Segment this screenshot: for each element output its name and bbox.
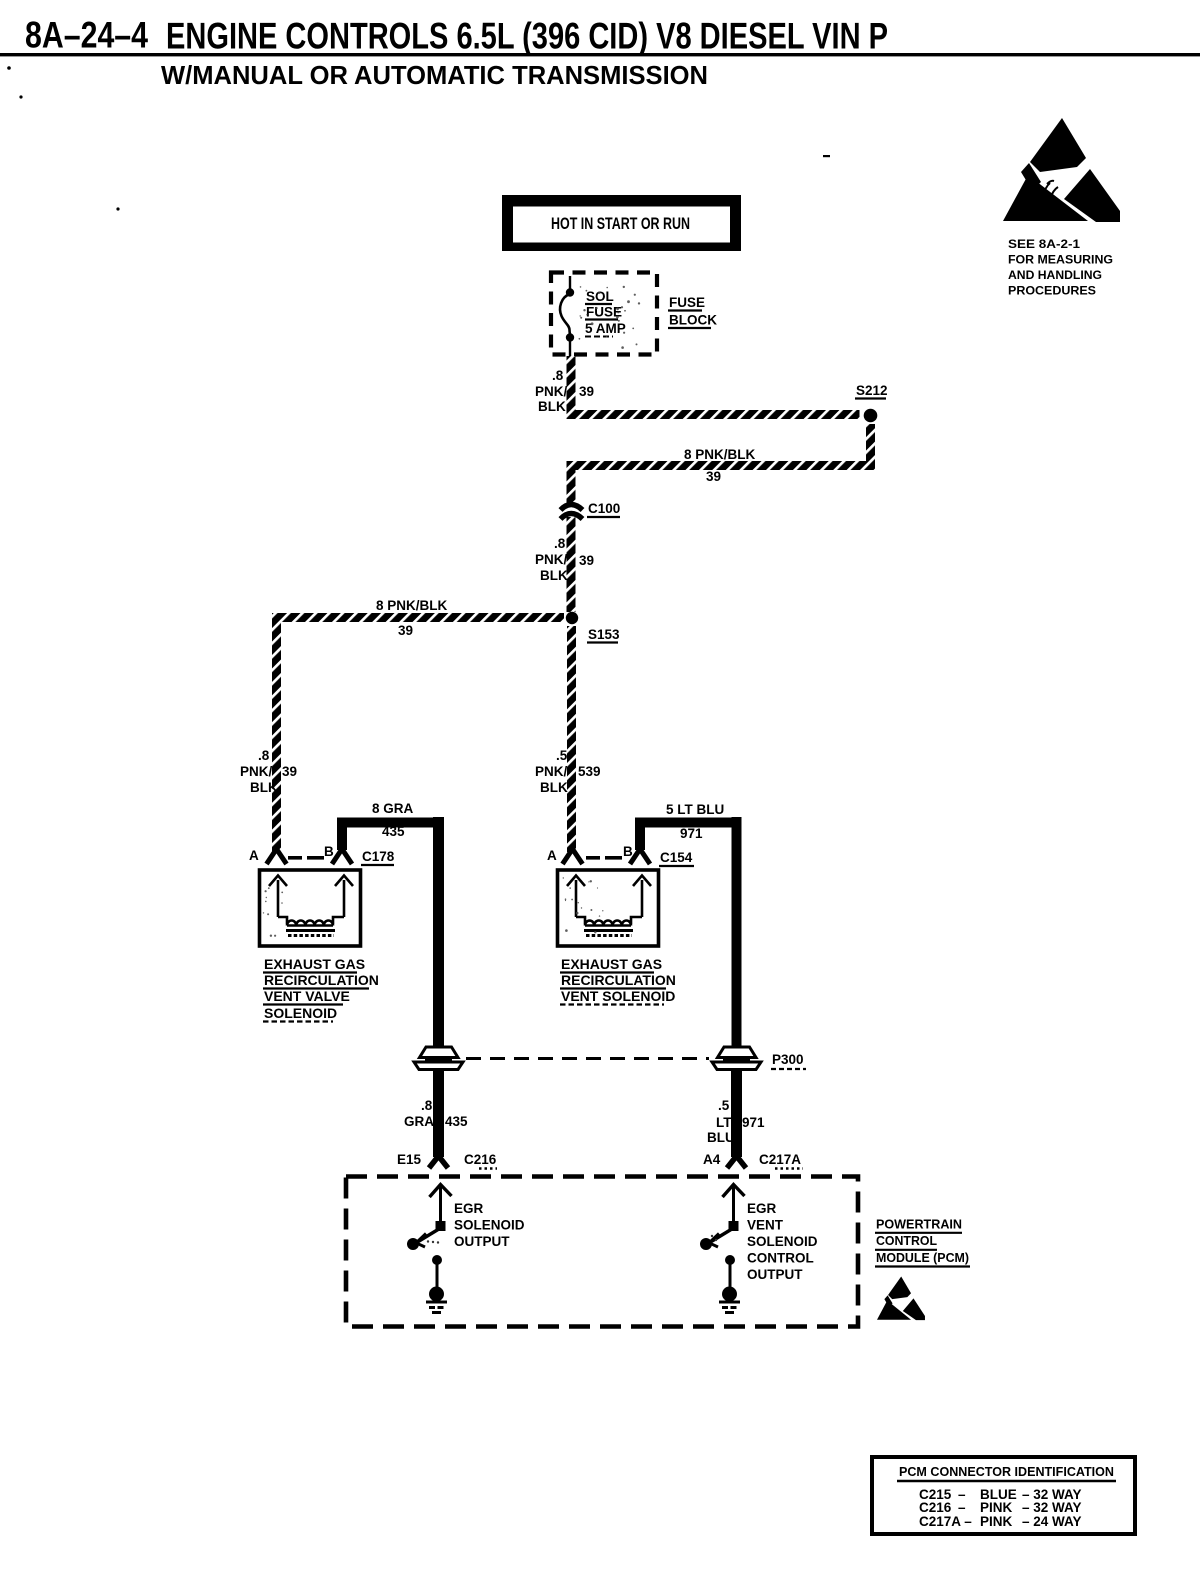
svg-text:EGR: EGR (747, 1201, 777, 1216)
svg-text:C216: C216 (919, 1500, 952, 1515)
svg-text:–: – (958, 1487, 966, 1502)
svg-text:GRA: GRA (404, 1114, 434, 1129)
svg-text:539: 539 (578, 764, 601, 779)
svg-text:B: B (623, 844, 633, 859)
svg-text:39: 39 (579, 384, 594, 399)
svg-text:BLK: BLK (538, 399, 566, 414)
svg-text:5 LT BLU: 5 LT BLU (666, 802, 724, 817)
svg-text:P300: P300 (772, 1052, 804, 1067)
svg-text:S212: S212 (856, 383, 888, 398)
svg-text:5 AMP: 5 AMP (585, 321, 626, 336)
svg-text:FUSE: FUSE (669, 295, 705, 310)
svg-text:OUTPUT: OUTPUT (747, 1267, 803, 1282)
svg-text:–: – (958, 1500, 966, 1515)
svg-text:BLOCK: BLOCK (669, 313, 717, 328)
svg-text:A: A (249, 848, 259, 863)
svg-text:C217A: C217A (759, 1152, 801, 1167)
svg-text:PNK/: PNK/ (535, 764, 568, 779)
svg-text:EGR: EGR (454, 1201, 484, 1216)
svg-text:AND HANDLING: AND HANDLING (1008, 268, 1102, 282)
svg-text:BLU: BLU (707, 1130, 735, 1145)
svg-text:BLK: BLK (540, 780, 568, 795)
svg-text:B: B (324, 844, 334, 859)
svg-text:PINK: PINK (980, 1514, 1013, 1529)
svg-text:RECIRCULATION: RECIRCULATION (264, 972, 379, 988)
svg-text:971: 971 (680, 826, 703, 841)
svg-text:8 PNK/BLK: 8 PNK/BLK (684, 447, 756, 462)
svg-text:C217A –: C217A – (919, 1514, 972, 1529)
svg-text:C154: C154 (660, 850, 693, 865)
svg-text:VENT VALVE: VENT VALVE (264, 988, 350, 1004)
svg-text:8 PNK/BLK: 8 PNK/BLK (376, 598, 448, 613)
svg-text:SOLENOID: SOLENOID (747, 1234, 818, 1249)
svg-text:FOR MEASURING: FOR MEASURING (1008, 253, 1113, 267)
svg-text:.8: .8 (552, 368, 564, 383)
svg-text:39: 39 (706, 469, 721, 484)
svg-text:LT: LT (716, 1115, 732, 1130)
svg-text:CONTROL: CONTROL (876, 1233, 937, 1248)
svg-text:SEE 8A-2-1: SEE 8A-2-1 (1008, 237, 1080, 251)
svg-text:A4: A4 (703, 1152, 721, 1167)
svg-text:BLK: BLK (540, 568, 568, 583)
svg-text:– 32 WAY: – 32 WAY (1022, 1500, 1082, 1515)
svg-text:OUTPUT: OUTPUT (454, 1234, 510, 1249)
svg-text:8A–24–4: 8A–24–4 (25, 15, 148, 56)
svg-text:971: 971 (742, 1115, 765, 1130)
svg-text:C100: C100 (588, 501, 620, 516)
svg-text:BLUE: BLUE (980, 1487, 1017, 1502)
svg-text:435: 435 (445, 1114, 468, 1129)
svg-text:ENGINE CONTROLS 6.5L (396 CID): ENGINE CONTROLS 6.5L (396 CID) V8 DIESEL… (166, 16, 888, 57)
svg-text:FUSE: FUSE (586, 305, 622, 320)
svg-text:EXHAUST GAS: EXHAUST GAS (561, 956, 662, 972)
svg-text:RECIRCULATION: RECIRCULATION (561, 972, 676, 988)
svg-text:39: 39 (282, 764, 297, 779)
svg-text:– 32 WAY: – 32 WAY (1022, 1487, 1082, 1502)
svg-text:VENT SOLENOID: VENT SOLENOID (561, 988, 675, 1004)
svg-text:HOT IN START OR RUN: HOT IN START OR RUN (551, 214, 690, 233)
svg-text:39: 39 (579, 553, 594, 568)
svg-text:SOLENOID: SOLENOID (264, 1005, 337, 1021)
svg-text:PROCEDURES: PROCEDURES (1008, 284, 1096, 298)
svg-text:MODULE (PCM): MODULE (PCM) (876, 1250, 969, 1265)
svg-text:PNK/: PNK/ (535, 384, 568, 399)
svg-text:C216: C216 (464, 1152, 497, 1167)
svg-text:C178: C178 (362, 849, 395, 864)
svg-text:SOLENOID: SOLENOID (454, 1218, 525, 1233)
svg-text:– 24 WAY: – 24 WAY (1022, 1514, 1082, 1529)
svg-text:S153: S153 (588, 627, 620, 642)
svg-text:SOL: SOL (586, 289, 614, 304)
svg-text:8 GRA: 8 GRA (372, 801, 414, 816)
svg-text:39: 39 (398, 623, 413, 638)
svg-text:VENT: VENT (747, 1218, 784, 1233)
svg-text:435: 435 (382, 824, 405, 839)
svg-text:.8: .8 (258, 748, 270, 763)
svg-text:.8: .8 (421, 1098, 433, 1113)
svg-text:A: A (547, 848, 557, 863)
svg-text:POWERTRAIN: POWERTRAIN (876, 1217, 962, 1232)
svg-text:PINK: PINK (980, 1500, 1013, 1515)
svg-text:PNK/: PNK/ (240, 764, 273, 779)
svg-text:.5: .5 (556, 748, 568, 763)
svg-text:PNK/: PNK/ (535, 552, 568, 567)
svg-text:C215: C215 (919, 1487, 952, 1502)
svg-text:.8: .8 (554, 536, 566, 551)
svg-text:CONTROL: CONTROL (747, 1251, 814, 1266)
svg-text:E15: E15 (397, 1152, 422, 1167)
svg-text:.5: .5 (718, 1098, 730, 1113)
svg-text:EXHAUST GAS: EXHAUST GAS (264, 956, 365, 972)
svg-text:PCM CONNECTOR IDENTIFICATION: PCM CONNECTOR IDENTIFICATION (899, 1464, 1114, 1479)
svg-text:BLK: BLK (250, 780, 278, 795)
svg-text:W/MANUAL OR AUTOMATIC TRANSMIS: W/MANUAL OR AUTOMATIC TRANSMISSION (161, 60, 708, 90)
